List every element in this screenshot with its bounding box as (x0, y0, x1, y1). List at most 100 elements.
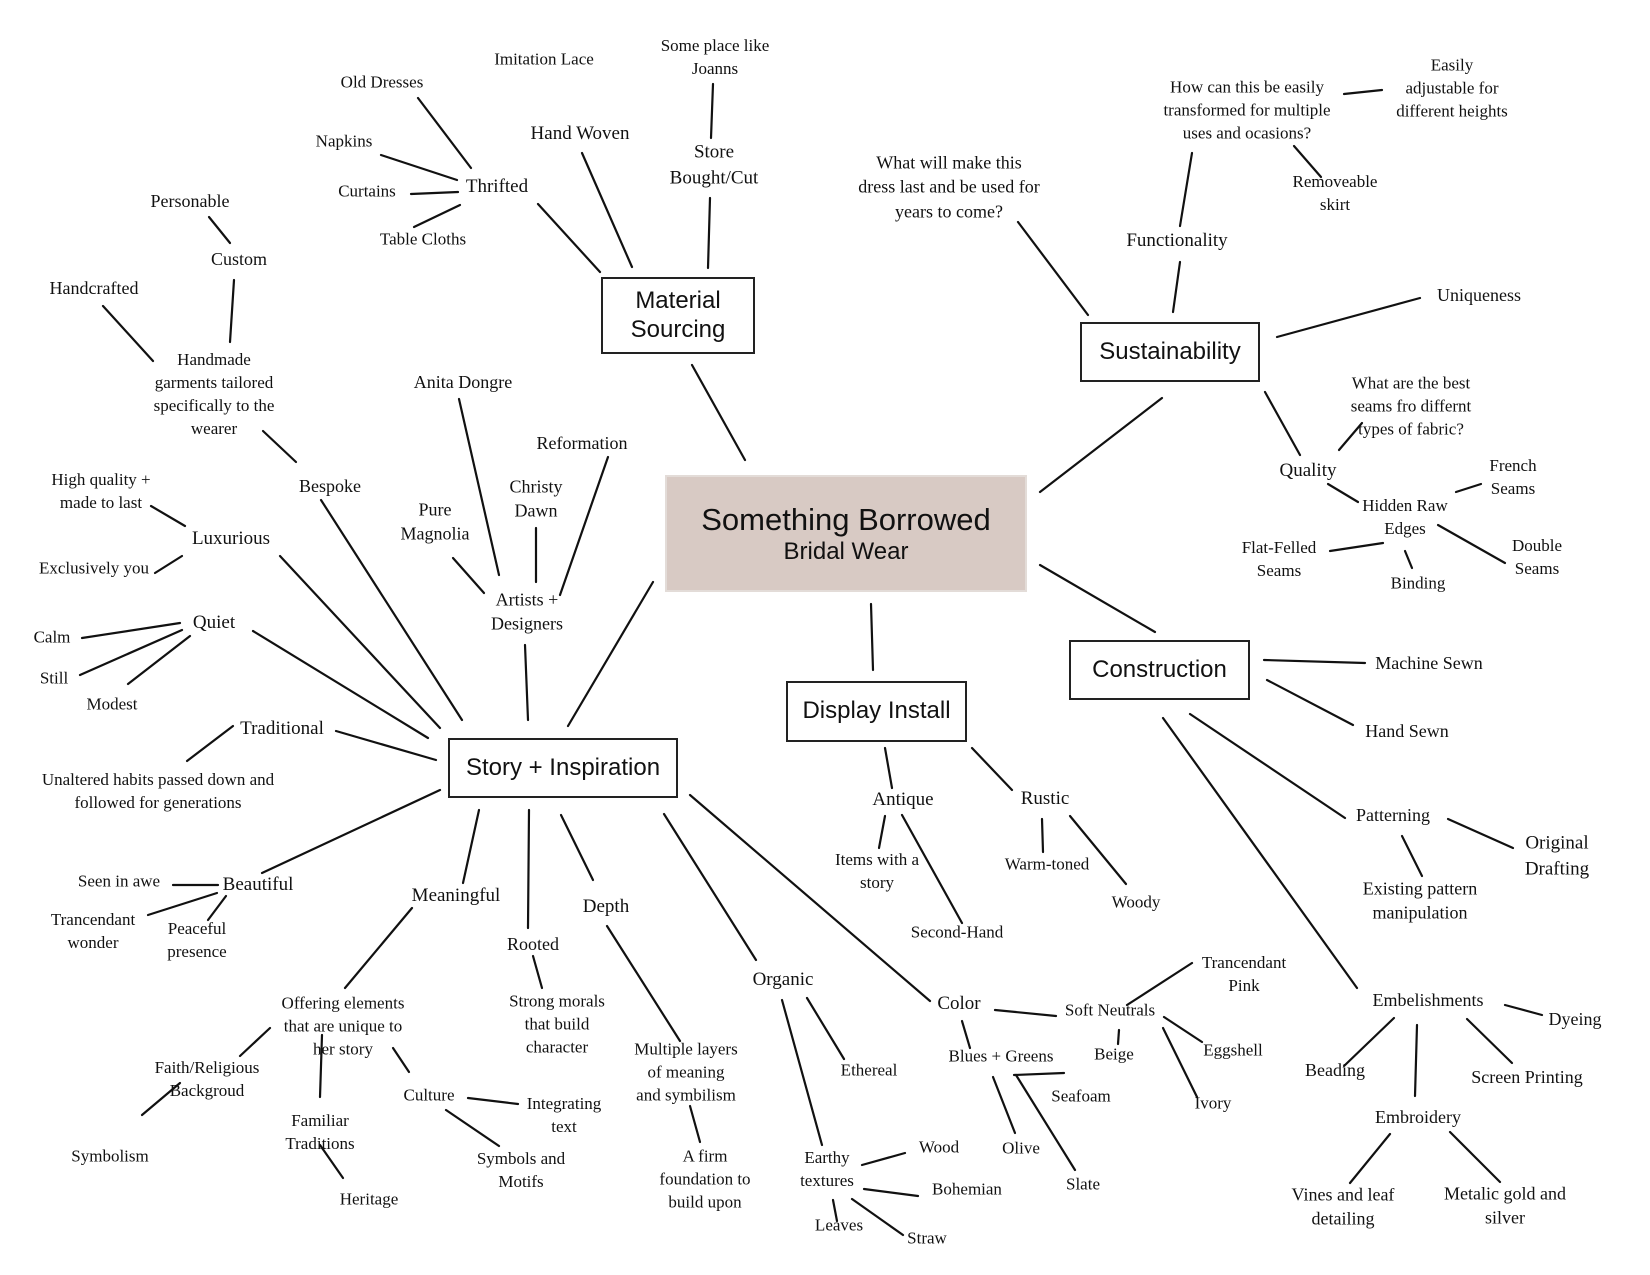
label-color: Color (937, 993, 981, 1015)
hub-story-inspiration: Story + Inspiration (448, 738, 678, 798)
label-woody: Woody (1111, 892, 1161, 912)
label-beading: Beading (1305, 1059, 1365, 1080)
label-rustic: Rustic (1020, 788, 1070, 810)
label-strong-morals: Strong morals that build character (509, 991, 605, 1057)
label-bespoke: Bespoke (299, 475, 361, 496)
label-some-place-like-joanns: Some place like Joanns (660, 36, 770, 78)
hub-construction: Construction (1069, 640, 1250, 700)
label-high-quality: High quality + made to last (51, 470, 151, 512)
label-metalic-gold: Metalic gold and silver (1444, 1183, 1566, 1228)
label-quiet: Quiet (192, 612, 236, 634)
label-symbolism: Symbolism (71, 1146, 149, 1166)
label-beige: Beige (1094, 1044, 1134, 1064)
label-machine-sewn: Machine Sewn (1375, 652, 1483, 673)
label-curtains: Curtains (338, 181, 396, 201)
label-meaningful: Meaningful (411, 885, 501, 907)
hub-display-install: Display Install (786, 681, 967, 742)
label-what-will-make: What will make this dress last and be us… (858, 152, 1040, 222)
label-what-are-best-seams: What are the best seams fro differnt typ… (1350, 373, 1472, 439)
label-slate: Slate (1066, 1174, 1100, 1194)
label-seafoam: Seafoam (1051, 1086, 1111, 1106)
label-still: Still (39, 668, 69, 688)
label-depth: Depth (582, 896, 630, 918)
label-christy-dawn: Christy Dawn (509, 476, 563, 521)
label-warm-toned: Warm-toned (1004, 854, 1090, 874)
central-subtitle: Bridal Wear (783, 537, 909, 565)
label-napkins: Napkins (315, 131, 373, 151)
label-trancendant-pink: Trancendant Pink (1201, 953, 1287, 995)
label-integrating-text: Integrating text (526, 1094, 602, 1136)
label-faith-religious: Faith/Religious Backgroud (154, 1058, 260, 1100)
label-imitation-lace: Imitation Lace (494, 49, 594, 69)
label-anita-dongre: Anita Dongre (413, 371, 513, 392)
label-how-can-this: How can this be easily transformed for m… (1163, 77, 1331, 143)
label-functionality: Functionality (1126, 230, 1228, 252)
label-ethereal: Ethereal (840, 1060, 898, 1080)
label-heritage: Heritage (339, 1189, 399, 1209)
label-modest: Modest (86, 694, 138, 714)
label-eggshell: Eggshell (1203, 1040, 1263, 1060)
label-table-cloths: Table Cloths (379, 229, 467, 249)
label-original-drafting: Original Drafting (1524, 832, 1590, 879)
label-french-seams: French Seams (1489, 456, 1537, 498)
label-antique: Antique (872, 789, 934, 811)
label-familiar-traditions: Familiar Traditions (285, 1111, 355, 1153)
label-earthy-textures: Earthy textures (800, 1148, 854, 1190)
label-blues-greens: Blues + Greens (948, 1046, 1054, 1066)
label-olive: Olive (1002, 1138, 1040, 1158)
label-thrifted: Thrifted (465, 176, 529, 198)
label-binding: Binding (1390, 573, 1446, 593)
label-second-hand: Second-Hand (910, 922, 1004, 942)
label-artists-designers: Artists + Designers (491, 589, 563, 634)
label-hand-woven: Hand Woven (530, 123, 630, 145)
label-handmade-garments: Handmade garments tailored specifically … (153, 350, 275, 438)
hub-material-sourcing: Material Sourcing (601, 277, 755, 354)
central-topic: Something Borrowed Bridal Wear (665, 475, 1027, 592)
label-vines-leaf: Vines and leaf detailing (1291, 1184, 1395, 1229)
label-items-with-story: Items with a story (834, 850, 920, 892)
label-leaves: Leaves (814, 1215, 864, 1235)
label-existing-pattern: Existing pattern manipulation (1362, 878, 1478, 923)
label-peaceful-presence: Peaceful presence (167, 919, 227, 961)
label-embroidery: Embroidery (1375, 1106, 1461, 1127)
label-offering-elements: Offering elements that are unique to her… (281, 993, 405, 1059)
label-patterning: Patterning (1356, 804, 1430, 825)
label-traditional: Traditional (240, 718, 324, 740)
central-title: Something Borrowed (701, 501, 991, 537)
label-store-bought-cut: Store Bought/Cut (669, 141, 759, 188)
label-removeable-skirt: Removeable skirt (1292, 172, 1378, 214)
label-unaltered-habits: Unaltered habits passed down and followe… (41, 770, 275, 812)
label-hand-sewn: Hand Sewn (1365, 720, 1449, 741)
label-culture: Culture (403, 1085, 455, 1105)
label-flat-felled: Flat-Felled Seams (1241, 538, 1317, 580)
label-hidden-raw-edges: Hidden Raw Edges (1362, 496, 1448, 538)
label-quality: Quality (1279, 460, 1337, 482)
label-rooted: Rooted (507, 933, 559, 954)
label-old-dresses: Old Dresses (340, 72, 424, 92)
label-symbols-motifs: Symbols and Motifs (476, 1149, 566, 1191)
label-dyeing: Dyeing (1548, 1008, 1602, 1029)
label-personable: Personable (150, 190, 230, 211)
label-double-seams: Double Seams (1511, 536, 1563, 578)
label-seen-in-awe: Seen in awe (77, 871, 161, 891)
label-wood: Wood (918, 1137, 960, 1157)
label-screen-printing: Screen Printing (1471, 1066, 1583, 1087)
label-pure-magnolia: Pure Magnolia (400, 499, 470, 544)
label-bohemian: Bohemian (932, 1179, 1002, 1199)
label-straw: Straw (907, 1228, 947, 1248)
label-luxurious: Luxurious (191, 528, 271, 550)
label-handcrafted: Handcrafted (49, 277, 139, 298)
label-multiple-layers: Multiple layers of meaning and symbilism (634, 1039, 738, 1105)
label-trancendant-wonder: Trancendant wonder (50, 910, 136, 952)
label-beautiful: Beautiful (222, 874, 294, 896)
label-uniqueness: Uniqueness (1437, 284, 1521, 305)
label-organic: Organic (752, 969, 814, 991)
label-reformation: Reformation (536, 432, 628, 453)
label-custom: Custom (210, 248, 268, 269)
label-ivory: Ivory (1194, 1093, 1232, 1113)
label-calm: Calm (33, 627, 71, 647)
label-exclusively-you: Exclusively you (38, 558, 150, 578)
label-soft-neutrals: Soft Neutrals (1064, 1000, 1156, 1020)
